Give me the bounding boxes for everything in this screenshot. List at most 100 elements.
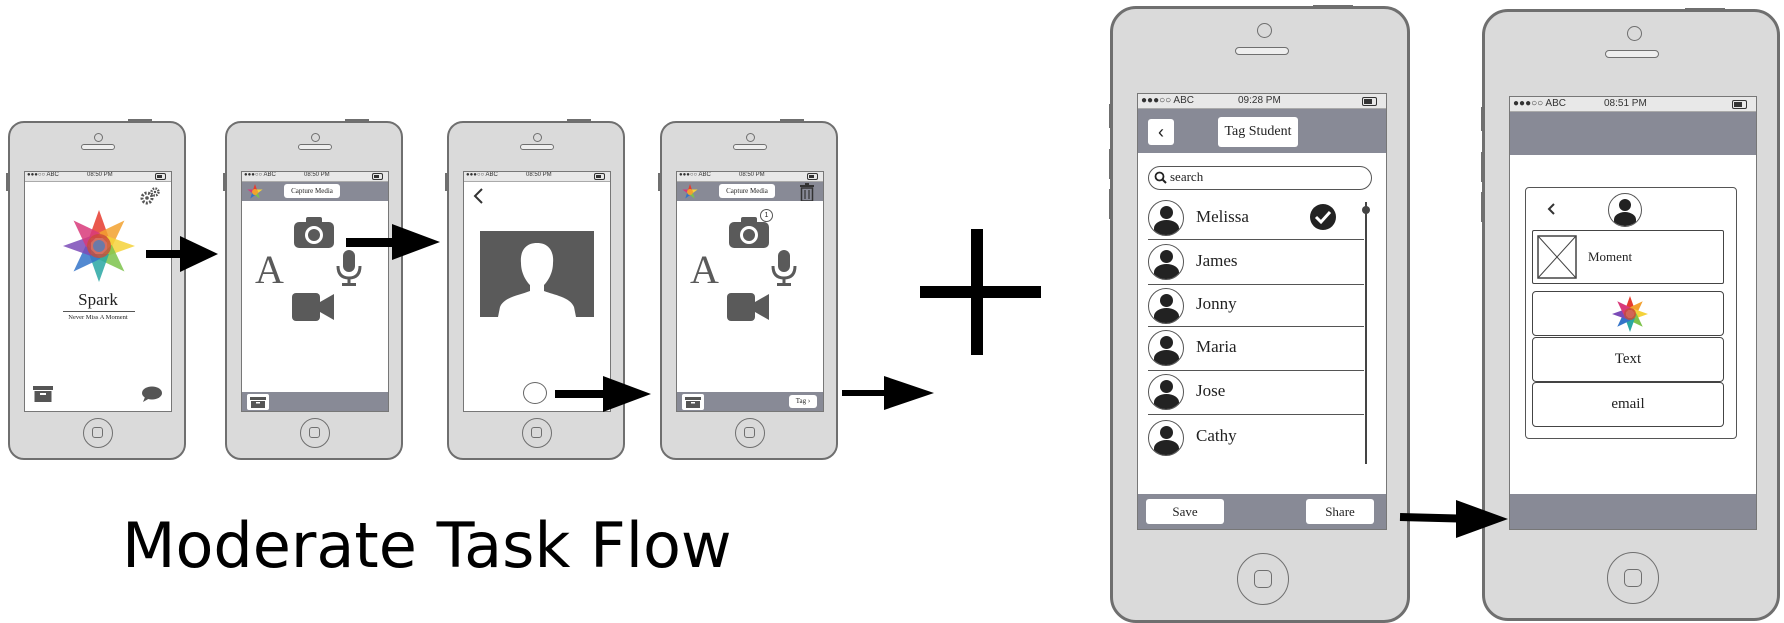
checkmark-icon[interactable] [1309, 203, 1337, 231]
archive-icon[interactable] [682, 394, 704, 410]
carrier-label: ●●●○○ ABC [244, 172, 276, 178]
tag-button-label: Tag [795, 397, 807, 405]
person-icon [1148, 288, 1184, 324]
phone-6-share: ●●●○○ ABC 08:51 PM Moment [1481, 8, 1780, 621]
phone-2-capture: ●●●○○ ABC 08:50 PM Capture Media A [223, 119, 403, 460]
trash-icon[interactable] [799, 183, 815, 201]
scrollbar-track[interactable] [1365, 202, 1367, 464]
header-bar [1510, 112, 1756, 155]
bottom-bar [677, 392, 823, 411]
microphone-icon[interactable] [771, 250, 797, 286]
capture-count-badge: 1 [760, 209, 773, 222]
chat-icon[interactable] [141, 386, 163, 402]
share-button[interactable]: Share [1306, 499, 1374, 524]
back-button[interactable]: ‹ [1148, 119, 1174, 145]
student-name: James [1196, 251, 1238, 270]
settings-icon[interactable] [139, 186, 161, 206]
moment-label: Moment [1588, 249, 1633, 264]
camera-icon[interactable] [294, 216, 334, 248]
carrier-label: ●●●○○ ABC [679, 172, 711, 178]
shutter-button[interactable] [523, 382, 547, 404]
video-icon[interactable] [727, 293, 769, 321]
battery-icon [1732, 100, 1747, 109]
time-label: 08:50 PM [739, 172, 765, 178]
carrier-label: ●●●○○ ABC [1141, 95, 1194, 106]
tag-button[interactable]: Tag › [789, 395, 817, 408]
share-text-button[interactable]: Text [1532, 337, 1724, 382]
archive-icon[interactable] [33, 386, 53, 402]
screen-3: ●●●○○ ABC 08:50 PM [463, 171, 611, 412]
camera-icon[interactable] [729, 216, 769, 248]
photo-preview [480, 231, 594, 317]
avatar [1608, 193, 1642, 227]
battery-icon [807, 173, 818, 180]
student-name: Jonny [1196, 294, 1237, 313]
battery-icon [594, 173, 605, 180]
header-title: Capture Media [719, 184, 775, 198]
person-icon [1148, 200, 1184, 236]
scrollbar-thumb[interactable] [1362, 206, 1370, 214]
search-icon [1154, 171, 1167, 184]
microphone-icon[interactable] [336, 250, 362, 286]
row-divider [1148, 414, 1364, 415]
time-label: 08:50 PM [87, 172, 113, 178]
home-button[interactable] [1607, 552, 1659, 604]
bottom-bar [242, 392, 388, 411]
flow-title: Moderate Task Flow [122, 509, 732, 582]
person-icon [1148, 420, 1184, 456]
search-input[interactable]: search [1148, 166, 1372, 190]
archive-icon[interactable] [247, 394, 269, 410]
student-name: Cathy [1196, 426, 1237, 445]
row-divider [1148, 370, 1364, 371]
time-label: 08:50 PM [304, 172, 330, 178]
row-divider [1148, 326, 1364, 327]
share-panel: Moment Text email [1525, 187, 1737, 439]
app-tagline: Never Miss A Moment [68, 314, 128, 321]
video-icon[interactable] [292, 293, 334, 321]
home-button[interactable] [300, 418, 330, 448]
header-title: Tag Student [1218, 117, 1298, 147]
phone-1-home: ●●●○○ ABC 08:50 PM Spark [6, 119, 186, 460]
header-title: Capture Media [284, 184, 340, 198]
save-button[interactable]: Save [1146, 499, 1224, 524]
person-icon [1148, 374, 1184, 410]
screen-2: ●●●○○ ABC 08:50 PM Capture Media A [241, 171, 389, 412]
share-email-button[interactable]: email [1532, 382, 1724, 427]
screen-4: ●●●○○ ABC 08:50 PM Capture Media 1 A [676, 171, 824, 412]
time-label: 08:51 PM [1604, 98, 1647, 109]
row-divider [1148, 239, 1364, 240]
spark-mini-icon [682, 184, 698, 199]
student-name: Maria [1196, 337, 1237, 356]
time-label: 08:50 PM [526, 172, 552, 178]
battery-icon [155, 173, 166, 180]
text-icon[interactable]: A [255, 247, 284, 292]
back-chevron-icon[interactable] [472, 187, 484, 205]
home-button[interactable] [83, 418, 113, 448]
screen-1: ●●●○○ ABC 08:50 PM Spark [24, 171, 172, 412]
app-name: Spark [78, 290, 118, 309]
carrier-label: ●●●○○ ABC [27, 172, 59, 178]
home-button[interactable] [522, 418, 552, 448]
person-icon [1148, 330, 1184, 366]
screen-5: ●●●○○ ABC 09:28 PM ‹ Tag Student search … [1137, 93, 1387, 530]
row-divider [1148, 284, 1364, 285]
text-icon[interactable]: A [690, 247, 719, 292]
battery-icon [1362, 97, 1377, 106]
carrier-label: ●●●○○ ABC [1513, 98, 1566, 109]
student-name: Melissa [1196, 207, 1249, 226]
moment-card[interactable]: Moment [1532, 230, 1724, 284]
home-button[interactable] [735, 418, 765, 448]
back-chevron-icon: ‹ [1158, 122, 1164, 142]
share-to-spark-button[interactable] [1532, 291, 1724, 336]
search-placeholder: search [1170, 169, 1204, 184]
carrier-label: ●●●○○ ABC [466, 172, 498, 178]
chevron-right-icon: › [807, 397, 811, 405]
spark-logo-icon [63, 210, 135, 282]
screen-6: ●●●○○ ABC 08:51 PM Moment [1509, 96, 1757, 530]
back-chevron-icon[interactable] [1546, 202, 1556, 216]
student-name: Jose [1196, 381, 1226, 400]
spark-logo-icon [1612, 296, 1648, 332]
home-button[interactable] [1237, 553, 1289, 605]
battery-icon [372, 173, 383, 180]
spark-mini-icon [247, 184, 263, 199]
